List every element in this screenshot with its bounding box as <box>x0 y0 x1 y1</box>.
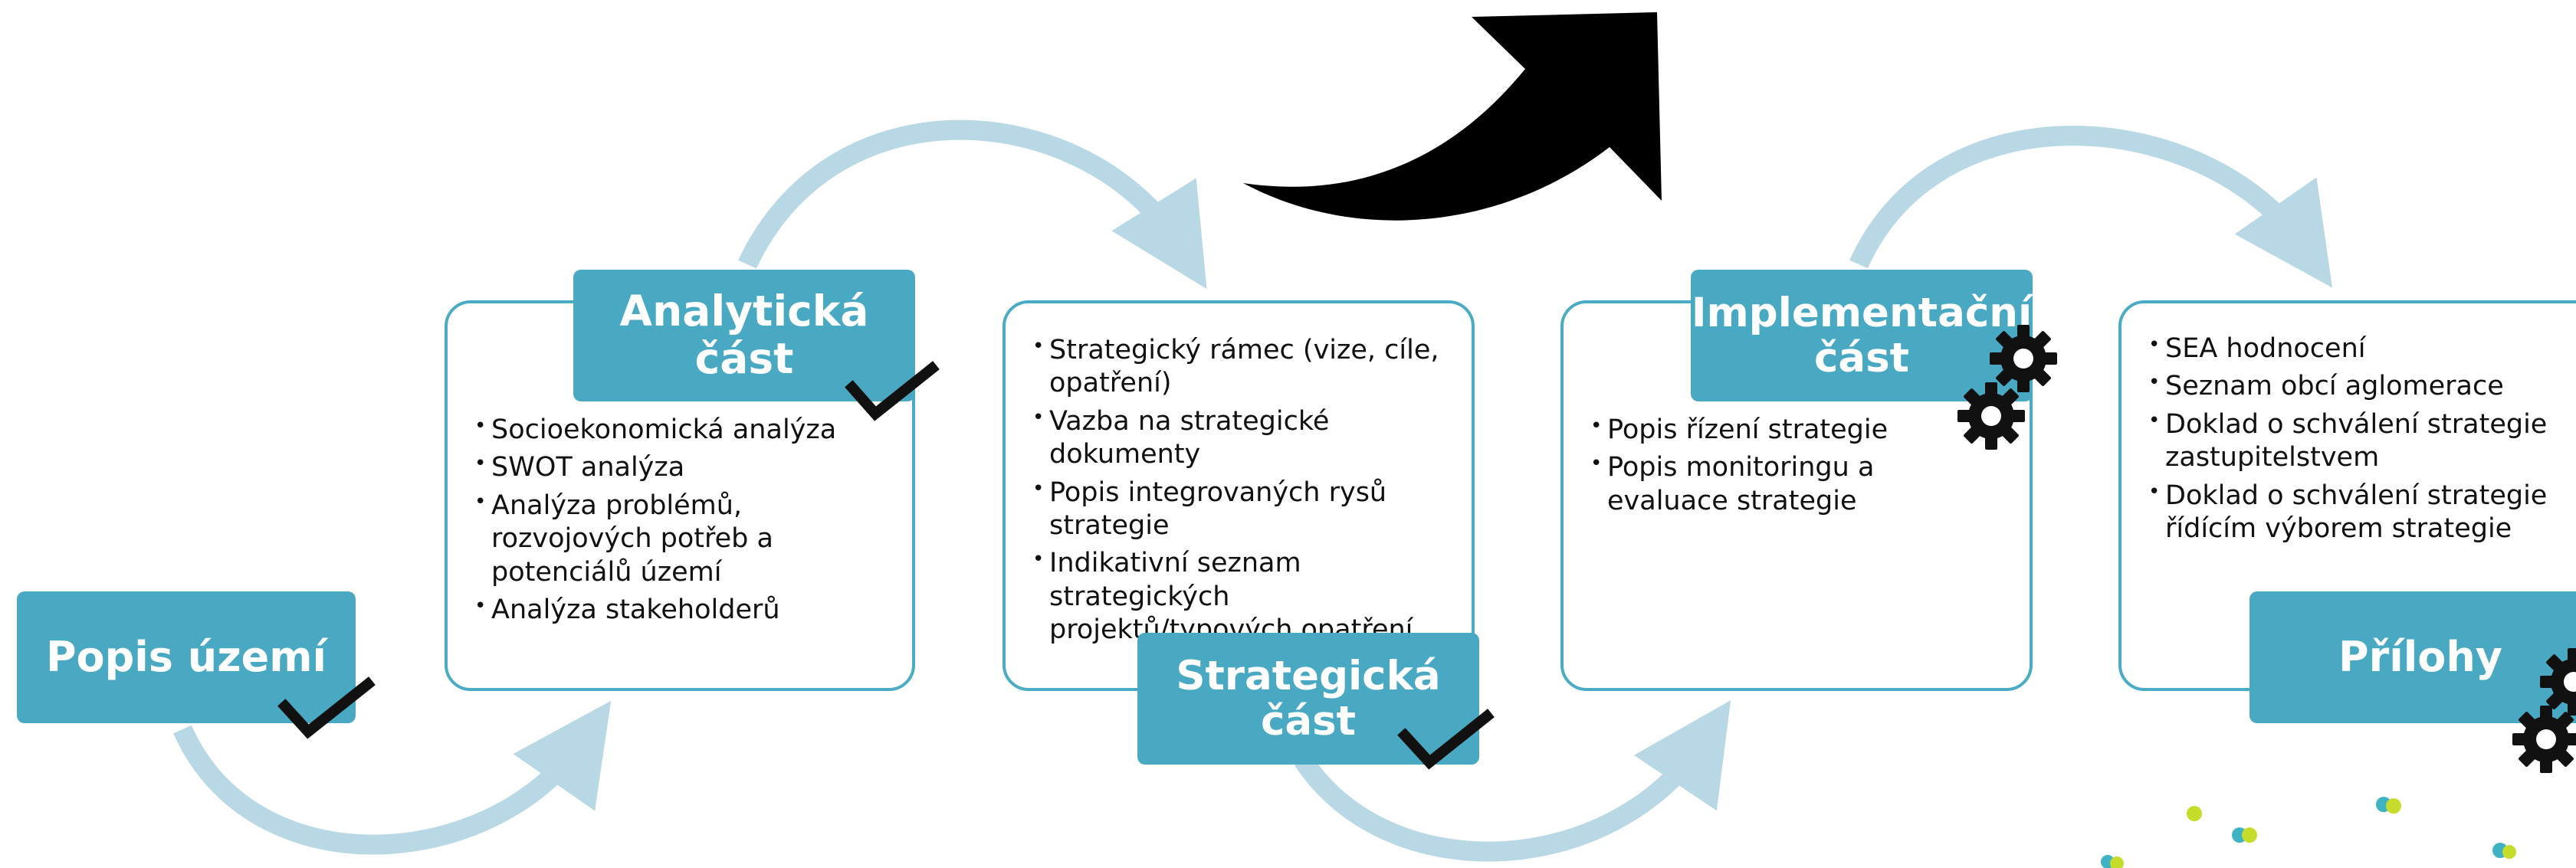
list-item: Popis monitoringu a evaluace strategie <box>1590 451 1989 518</box>
list-item: Doklad o schválení strategie řídícím výb… <box>2148 480 2576 546</box>
arc-implementacni-to-prilohy <box>1849 126 2333 288</box>
strategicka-label: Strategická část <box>1137 633 1479 765</box>
popis-label: Popis území <box>17 591 356 723</box>
check-icon <box>277 676 376 739</box>
arc-strategicka-to-implementacni <box>1295 700 1731 862</box>
list-item: Seznam obcí aglomerace <box>2148 370 2576 403</box>
gear-icon <box>1990 325 2057 392</box>
big-curved-arrow <box>1243 12 1662 221</box>
list-item: Popis integrovaných rysů strategie <box>1032 477 1446 543</box>
check-icon <box>1397 709 1495 770</box>
implementacni-label: Implementační část <box>1691 270 2033 401</box>
list-item: Popis řízení strategie <box>1590 414 1989 447</box>
arc-analyticka-to-strategicka <box>738 120 1207 290</box>
list-item: SWOT analýza <box>474 451 904 484</box>
analyticka-label: Analytická část <box>573 270 915 401</box>
list-item: Doklad o schválení strategie zastupitels… <box>2148 408 2576 475</box>
list-item: Analýza problémů, rozvojových potřeb a p… <box>474 490 904 589</box>
list-item: Socioekonomická analýza <box>474 414 904 447</box>
arc-popis-to-analyticka <box>173 700 612 855</box>
gear-icon <box>2540 648 2576 716</box>
strategicka-items: Strategický rámec (vize, cíle, opatření)… <box>1032 334 1446 652</box>
gear-icon <box>1957 382 2025 450</box>
analyticka-items: Socioekonomická analýza SWOT analýza Ana… <box>474 414 904 631</box>
strategicka-box: Strategický rámec (vize, cíle, opatření)… <box>1003 300 1475 691</box>
gear-icon <box>2512 706 2576 773</box>
implementacni-items: Popis řízení strategie Popis monitoringu… <box>1590 414 1989 522</box>
list-item: Strategický rámec (vize, cíle, opatření) <box>1032 334 1446 401</box>
prilohy-label: Přílohy <box>2249 591 2576 723</box>
list-item: Analýza stakeholderů <box>474 594 904 627</box>
list-item: Vazba na strategické dokumenty <box>1032 405 1446 472</box>
list-item: SEA hodnocení <box>2148 332 2576 365</box>
prilohy-items: SEA hodnocení Seznam obcí aglomerace Dok… <box>2148 332 2576 550</box>
check-icon <box>845 361 940 421</box>
decorative-dots <box>2101 797 2516 868</box>
